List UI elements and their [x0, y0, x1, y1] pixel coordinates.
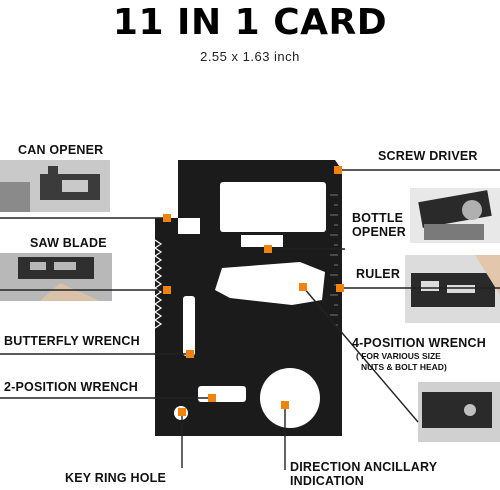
marker-bottle — [264, 245, 272, 253]
ruler-ticks — [330, 194, 338, 326]
wrench-photo — [418, 382, 500, 442]
label-can-opener: CAN OPENER — [18, 143, 104, 157]
label-saw-blade: SAW BLADE — [30, 236, 107, 250]
marker-four-position — [299, 283, 307, 291]
ruler-photo — [405, 255, 500, 323]
marker-direction — [281, 401, 289, 409]
marker-saw-blade — [163, 286, 171, 294]
label-direction-line1: DIRECTION ANCILLARY — [290, 460, 438, 474]
card-top-notch — [178, 218, 200, 234]
marker-screw-driver — [334, 166, 342, 174]
label-bottle-line2: OPENER — [352, 225, 406, 239]
marker-two-position — [208, 394, 216, 402]
bottle-opener-photo — [410, 188, 500, 243]
card-cutout-bottle — [241, 235, 283, 247]
label-four-position-note-line2: NUTS & BOLT HEAD) — [361, 362, 447, 372]
label-two-position-wrench: 2-POSITION WRENCH — [4, 380, 138, 394]
can-opener-photo — [0, 160, 110, 212]
card-cutout-slot — [183, 296, 195, 356]
connector-four-position — [302, 286, 419, 423]
label-ruler: RULER — [356, 267, 401, 281]
label-four-position-wrench: 4-POSITION WRENCH — [352, 336, 486, 350]
saw-blade-photo — [0, 253, 112, 301]
ruler-illustration — [405, 255, 500, 323]
marker-can-opener — [163, 214, 171, 222]
label-bottle-line1: BOTTLE — [352, 211, 404, 225]
saw-blade-illustration — [0, 253, 112, 301]
label-direction-line2: INDICATION — [290, 474, 364, 488]
label-key-ring-hole: KEY RING HOLE — [65, 471, 166, 485]
wrench-illustration — [418, 382, 500, 442]
label-butterfly-wrench: BUTTERFLY WRENCH — [4, 334, 140, 348]
direction-dial — [260, 368, 320, 428]
marker-ruler — [336, 284, 344, 292]
page-title: 11 IN 1 CARD — [112, 2, 388, 43]
card-cutout-wrench — [215, 262, 325, 305]
card-dimensions: 2.55 x 1.63 inch — [200, 49, 300, 64]
bottle-opener-illustration — [410, 188, 500, 243]
label-four-position-note-line1: ( FOR VARIOUS SIZE — [356, 351, 441, 361]
marker-key-ring — [178, 408, 186, 416]
label-screw-driver: SCREW DRIVER — [378, 149, 478, 163]
card-cutout-top — [220, 182, 326, 232]
card-cutout-small-wrench — [198, 386, 246, 402]
saw-teeth — [153, 239, 163, 329]
can-opener-illustration — [0, 160, 110, 212]
marker-butterfly — [186, 350, 194, 358]
